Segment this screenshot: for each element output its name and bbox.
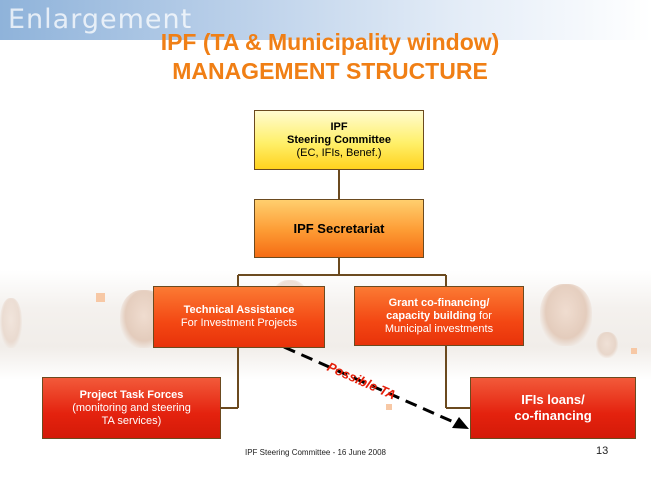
task-forces-line-1: Project Task Forces xyxy=(79,388,184,401)
grant-line-2-rest: for xyxy=(475,309,492,322)
secretariat-box: IPF Secretariat xyxy=(254,199,424,258)
grant-cofinancing-box: Grant co-financing/ capacity building fo… xyxy=(354,286,524,346)
banner-logo-text: Enlargement xyxy=(8,4,193,35)
project-task-forces-box: Project Task Forces (monitoring and stee… xyxy=(42,377,221,439)
steering-line-2: Steering Committee xyxy=(287,133,391,146)
top-banner: Enlargement xyxy=(0,0,651,40)
background-face-5 xyxy=(0,298,22,348)
steering-committee-box: IPF Steering Committee (EC, IFIs, Benef.… xyxy=(254,110,424,170)
title-line-2: MANAGEMENT STRUCTURE xyxy=(172,58,488,84)
decor-square-1 xyxy=(96,293,105,302)
grant-line-2-bold: capacity building xyxy=(386,309,476,322)
grant-line-2: capacity building for xyxy=(386,310,492,323)
technical-assistance-box: Technical Assistance For Investment Proj… xyxy=(153,286,325,348)
task-forces-line-3: TA services) xyxy=(101,414,162,427)
slide-title: IPF (TA & Municipality window) MANAGEMEN… xyxy=(100,28,560,86)
ifis-loans-box: IFIs loans/ co-financing xyxy=(470,377,636,439)
background-face-4 xyxy=(596,332,618,358)
ifis-line-2: co-financing xyxy=(514,408,592,423)
decor-square-4 xyxy=(631,348,637,354)
technical-line-1: Technical Assistance xyxy=(183,304,295,316)
ifis-line-1: IFIs loans/ xyxy=(521,392,585,407)
footer-text: IPF Steering Committee - 16 June 2008 xyxy=(245,448,386,457)
steering-line-3: (EC, IFIs, Benef.) xyxy=(296,146,382,159)
page-number: 13 xyxy=(596,445,609,457)
title-line-1: IPF (TA & Municipality window) xyxy=(160,29,500,55)
background-face-3 xyxy=(540,284,592,346)
grant-line-1: Grant co-financing/ xyxy=(388,296,490,309)
background-photo-strip xyxy=(0,270,651,380)
arrowhead-icon xyxy=(452,417,469,429)
task-forces-line-2: (monitoring and steering xyxy=(72,401,191,414)
steering-line-1: IPF xyxy=(330,120,348,133)
possible-ta-dashed-arrow xyxy=(283,345,459,426)
decor-square-3 xyxy=(386,404,392,410)
technical-line-2: For Investment Projects xyxy=(180,317,298,329)
secretariat-label: IPF Secretariat xyxy=(293,221,385,236)
grant-line-3: Municipal investments xyxy=(384,322,494,335)
